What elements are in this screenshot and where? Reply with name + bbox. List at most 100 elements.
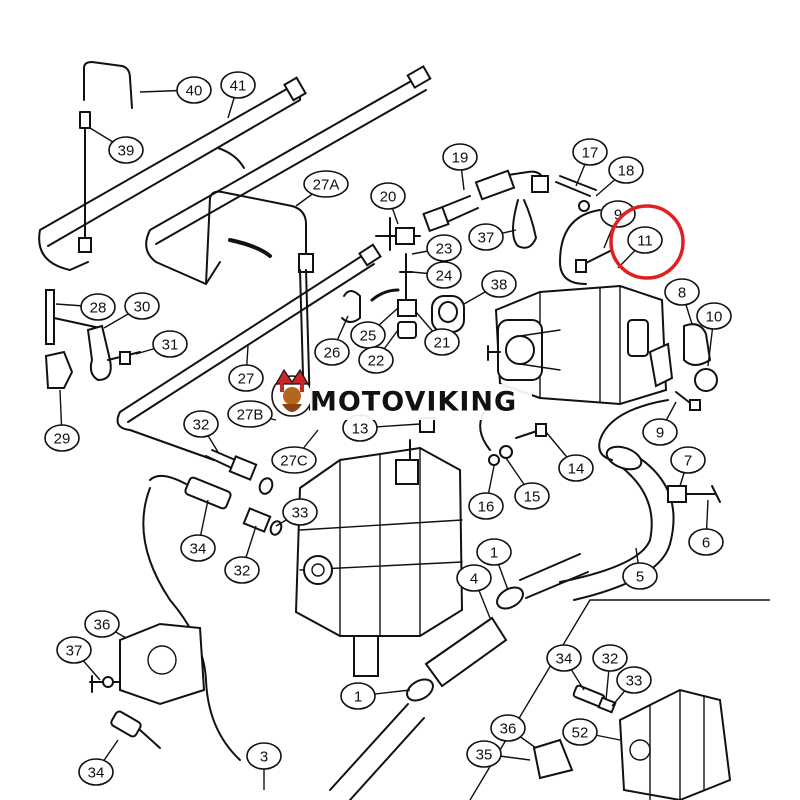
callout-c15[interactable]: 15: [514, 482, 550, 510]
tube-27-nut: [358, 243, 382, 267]
callout-c4[interactable]: 4: [456, 564, 492, 592]
callout-c33a[interactable]: 33: [282, 498, 318, 526]
callout-bubble: [271, 446, 317, 474]
callout-label: 39: [118, 143, 135, 160]
callout-c25[interactable]: 25: [350, 321, 386, 349]
callout-c32a[interactable]: 32: [183, 410, 219, 438]
callout-label: 9: [614, 207, 622, 224]
callout-bubble: [246, 742, 282, 770]
valve-23-24: [399, 253, 413, 301]
tube-27: [116, 251, 375, 461]
callout-c28[interactable]: 28: [80, 293, 116, 321]
callout-bubble: [227, 400, 273, 428]
callout-label: 22: [368, 353, 385, 370]
callout-c9b[interactable]: 9: [642, 418, 678, 446]
callout-label: 35: [476, 747, 493, 764]
callout-label: 10: [706, 309, 723, 326]
callout-c52[interactable]: 52: [562, 718, 598, 746]
callout-bubble: [183, 410, 219, 438]
callout-bubble: [664, 278, 700, 306]
callout-c34b[interactable]: 34: [546, 644, 582, 672]
callout-c14[interactable]: 14: [558, 454, 594, 482]
callout-c24[interactable]: 24: [426, 261, 462, 289]
callout-c13[interactable]: 13: [342, 414, 378, 442]
callout-c30[interactable]: 30: [124, 292, 160, 320]
spacer-38-bore: [438, 301, 458, 323]
hose-5-end: [605, 445, 643, 471]
callout-c21[interactable]: 21: [424, 328, 460, 356]
callout-c27c[interactable]: 27C: [271, 446, 317, 474]
callout-bubble: [696, 302, 732, 330]
watermark-text: MOTOVIKING: [310, 387, 517, 418]
callout-label: 32: [193, 417, 210, 434]
control-valve-block: [294, 439, 464, 677]
callout-c5[interactable]: 5: [622, 562, 658, 590]
callout-c7[interactable]: 7: [670, 446, 706, 474]
callout-c23[interactable]: 23: [426, 234, 462, 262]
callout-bubble: [616, 666, 652, 694]
callout-c37a[interactable]: 37: [468, 223, 504, 251]
callout-c6[interactable]: 6: [688, 528, 724, 556]
tube-41: [38, 85, 301, 271]
callout-c37b[interactable]: 37: [56, 636, 92, 664]
fitting-39: [79, 111, 91, 241]
callout-c29[interactable]: 29: [44, 424, 80, 452]
callout-c34a[interactable]: 34: [180, 534, 216, 562]
fittings-32-33-lower: [242, 507, 283, 536]
callout-c32c[interactable]: 32: [592, 644, 628, 672]
callout-label: 36: [94, 617, 111, 634]
callout-c11[interactable]: 11: [627, 226, 663, 254]
callout-bubble: [426, 261, 462, 289]
callout-c22[interactable]: 22: [358, 346, 394, 374]
callout-bubble: [228, 364, 264, 392]
callout-c10[interactable]: 10: [696, 302, 732, 330]
callout-c9a[interactable]: 9: [600, 200, 636, 228]
callout-c27b[interactable]: 27B: [227, 400, 273, 428]
block-29: [44, 350, 74, 389]
callout-c19[interactable]: 19: [442, 143, 478, 171]
callout-c31[interactable]: 31: [152, 330, 188, 358]
callout-label: 25: [360, 328, 377, 345]
callout-label: 8: [678, 285, 686, 302]
callout-c32b[interactable]: 32: [224, 556, 260, 584]
callout-c41[interactable]: 41: [220, 71, 256, 99]
callout-bubble: [600, 200, 636, 228]
callout-label: 33: [292, 505, 309, 522]
callout-c26[interactable]: 26: [314, 338, 350, 366]
callout-c36a[interactable]: 36: [84, 610, 120, 638]
callout-c39[interactable]: 39: [108, 136, 144, 164]
callout-bubble: [56, 636, 92, 664]
callout-bubble: [608, 156, 644, 184]
callout-c34c[interactable]: 34: [78, 758, 114, 786]
callout-c18[interactable]: 18: [608, 156, 644, 184]
callout-c33b[interactable]: 33: [616, 666, 652, 694]
hose-19-nut: [422, 205, 450, 233]
direction-curve-1: [217, 147, 245, 169]
callout-c1b[interactable]: 1: [340, 682, 376, 710]
callout-c8[interactable]: 8: [664, 278, 700, 306]
direction-curve-3: [370, 288, 400, 302]
callout-c35[interactable]: 35: [466, 740, 502, 768]
callout-bubble: [424, 328, 460, 356]
callout-label: 34: [88, 765, 105, 782]
callout-label: 21: [434, 335, 451, 352]
clamp-37: [512, 199, 537, 249]
callout-label: 17: [582, 145, 599, 162]
callout-bubble: [562, 718, 598, 746]
callout-c20[interactable]: 20: [370, 182, 406, 210]
bracket-30: [86, 324, 112, 382]
callout-c16[interactable]: 16: [468, 492, 504, 520]
callout-c36b[interactable]: 36: [490, 714, 526, 742]
callout-c1a[interactable]: 1: [476, 538, 512, 566]
callout-c27[interactable]: 27: [228, 364, 264, 392]
callout-bubble: [592, 644, 628, 672]
hose-upper-5-branch: [519, 553, 589, 599]
callout-c38[interactable]: 38: [481, 270, 517, 298]
callout-c27a[interactable]: 27A: [303, 170, 349, 198]
callout-c3[interactable]: 3: [246, 742, 282, 770]
callout-c40[interactable]: 40: [176, 76, 212, 104]
callout-c17[interactable]: 17: [572, 138, 608, 166]
tube-40: [83, 61, 133, 109]
part-drawings: [38, 61, 770, 800]
